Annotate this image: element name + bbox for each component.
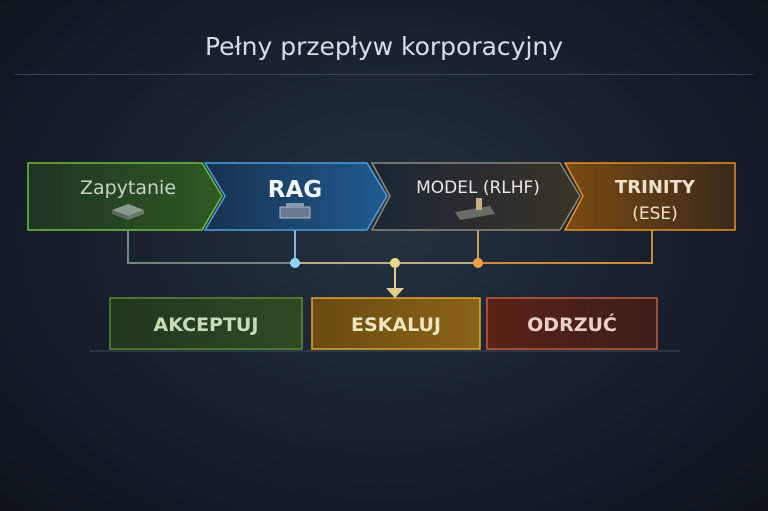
stage-label: TRINITY xyxy=(615,177,696,198)
stage-label: RAG xyxy=(268,177,322,203)
outcome-label: AKCEPTUJ xyxy=(154,314,259,336)
outcome-label: ESKALUJ xyxy=(351,314,441,336)
server-icon xyxy=(279,203,311,219)
outcome-eskaluj[interactable]: ESKALUJ xyxy=(311,297,481,350)
tray-icon xyxy=(112,204,144,220)
stage-label: Zapytanie xyxy=(80,177,176,199)
connector-lines xyxy=(127,230,653,298)
stage-zapytanie[interactable]: Zapytanie xyxy=(27,162,223,231)
junction-dot xyxy=(473,258,483,268)
outcome-label: ODRZUĆ xyxy=(527,312,617,336)
stage-sublabel: (ESE) xyxy=(632,204,678,224)
outcome-odrzuc[interactable]: ODRZUĆ xyxy=(486,297,658,350)
stage-rag[interactable]: RAG xyxy=(203,162,388,231)
stage-model[interactable]: MODEL (RLHF) xyxy=(370,162,581,231)
outcome-akceptuj[interactable]: AKCEPTUJ xyxy=(109,297,303,350)
down-arrow-icon xyxy=(386,288,404,298)
stage-trinity[interactable]: TRINITY (ESE) xyxy=(563,162,736,231)
model-icon xyxy=(455,198,495,220)
junction-dot xyxy=(290,258,300,268)
title-divider xyxy=(15,74,753,75)
stage-label: MODEL (RLHF) xyxy=(416,178,540,198)
junction-dot xyxy=(390,258,400,268)
page-title: Pełny przepływ korporacyjny xyxy=(204,32,564,61)
